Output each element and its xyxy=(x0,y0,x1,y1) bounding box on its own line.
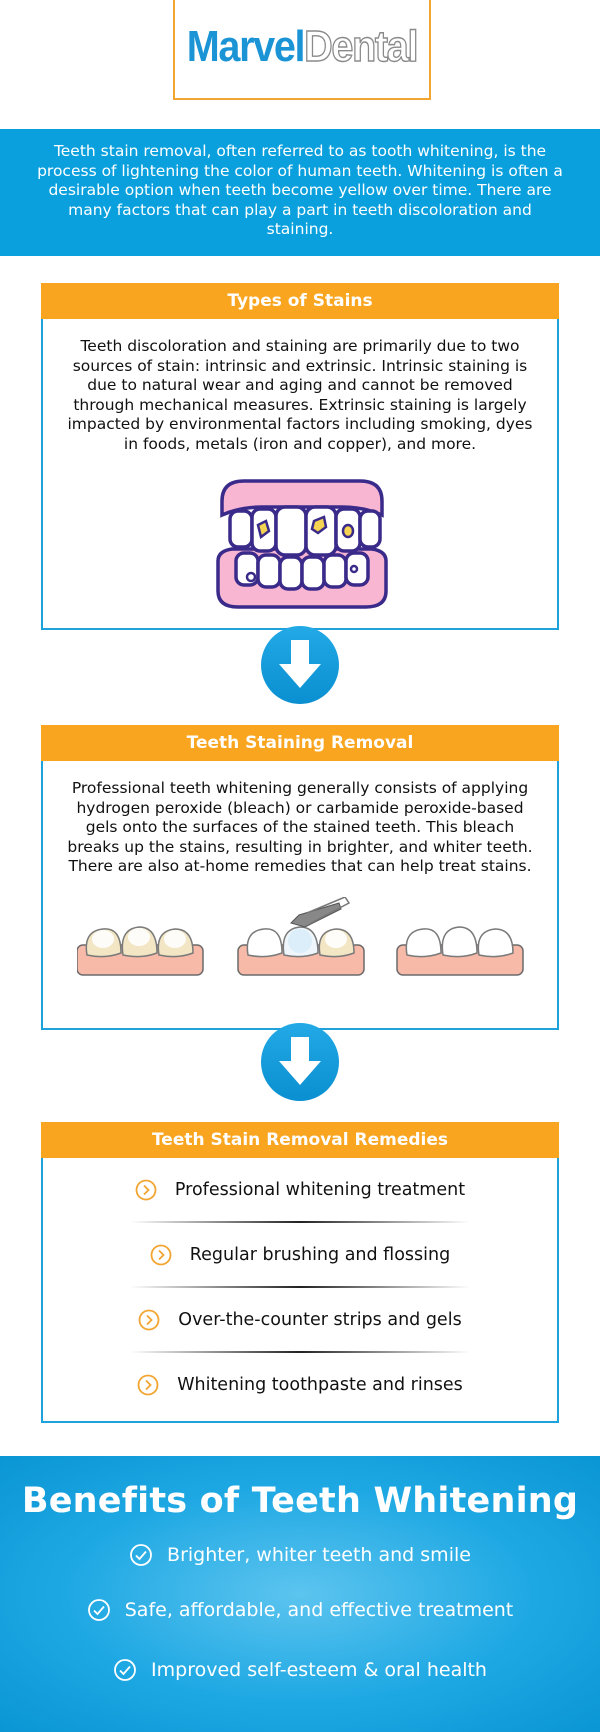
check-circle-icon xyxy=(114,1659,136,1681)
chevron-circle-icon xyxy=(138,1309,160,1330)
types-title: Types of Stains xyxy=(41,283,559,319)
divider xyxy=(130,1286,470,1288)
check-circle-icon xyxy=(87,1599,110,1621)
arrow-down-icon xyxy=(261,1023,339,1101)
remedies-list: Professional whitening treatment Regular… xyxy=(43,1158,557,1416)
intro-banner: Teeth stain removal, often referred to a… xyxy=(0,129,600,256)
benefit-label: Safe, affordable, and effective treatmen… xyxy=(124,1599,514,1621)
remedy-label: Whitening toothpaste and rinses xyxy=(177,1374,463,1395)
benefit-item: Safe, affordable, and effective treatmen… xyxy=(0,1598,600,1622)
arrow-down-icon xyxy=(261,626,339,704)
remedy-label: Professional whitening treatment xyxy=(174,1179,466,1200)
types-text: Teeth discoloration and staining are pri… xyxy=(67,337,533,453)
teeth-whitening-illustration xyxy=(77,897,524,976)
divider xyxy=(130,1351,470,1353)
benefit-item: Improved self-esteem & oral health xyxy=(0,1658,600,1682)
white-teeth xyxy=(396,926,524,976)
remedy-label: Over-the-counter strips and gels xyxy=(178,1309,462,1330)
types-card: Types of Stains Teeth discoloration and … xyxy=(41,283,559,630)
remedy-item: Whitening toothpaste and rinses xyxy=(43,1353,557,1416)
removal-card: Teeth Staining Removal Professional teet… xyxy=(41,725,559,1030)
remedy-label: Regular brushing and flossing xyxy=(189,1244,451,1265)
intro-text: Teeth stain removal, often referred to a… xyxy=(37,142,563,238)
chevron-circle-icon xyxy=(135,1179,157,1200)
removal-text: Professional teeth whitening generally c… xyxy=(67,779,533,875)
remedy-item: Regular brushing and flossing xyxy=(43,1223,557,1286)
benefit-label: Improved self-esteem & oral health xyxy=(151,1659,487,1681)
brand-part1: Marvel xyxy=(186,22,306,71)
chevron-circle-icon xyxy=(137,1374,159,1395)
divider xyxy=(130,1221,470,1223)
whitening-teeth xyxy=(237,897,365,976)
benefit-item: Brighter, whiter teeth and smile xyxy=(0,1543,600,1567)
remedy-item: Professional whitening treatment xyxy=(43,1158,557,1221)
remedies-card: Teeth Stain Removal Remedies Professiona… xyxy=(41,1122,559,1423)
tooth-stain-illustration xyxy=(216,479,388,609)
logo-box: MarvelDental xyxy=(173,0,431,100)
benefits-section: Benefits of Teeth Whitening Brighter, wh… xyxy=(0,1456,600,1732)
benefit-label: Brighter, whiter teeth and smile xyxy=(167,1544,471,1566)
brand-logo: MarvelDental xyxy=(186,22,420,71)
benefits-title: Benefits of Teeth Whitening xyxy=(21,1481,579,1521)
remedies-title: Teeth Stain Removal Remedies xyxy=(41,1122,559,1158)
stained-teeth xyxy=(77,926,204,976)
brand-part2: Dental xyxy=(304,22,420,71)
chevron-circle-icon xyxy=(150,1244,172,1265)
remedy-item: Over-the-counter strips and gels xyxy=(43,1288,557,1351)
removal-title: Teeth Staining Removal xyxy=(41,725,559,761)
check-circle-icon xyxy=(130,1544,152,1566)
